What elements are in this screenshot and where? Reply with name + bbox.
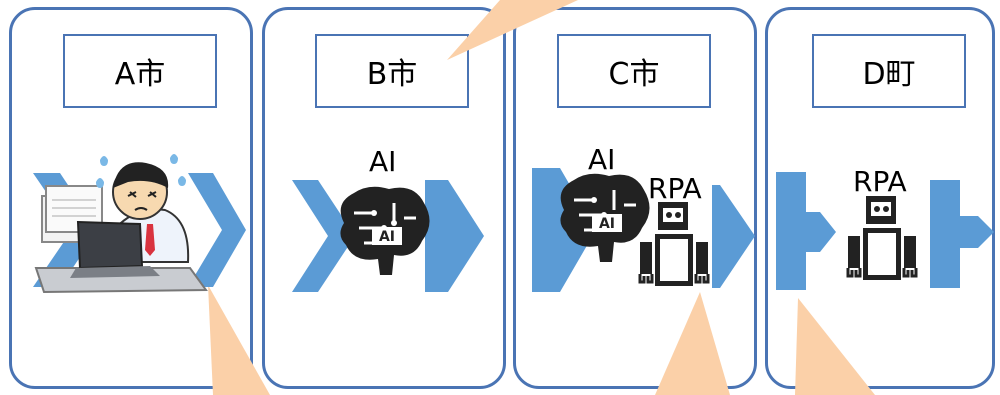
arrow-d-left bbox=[776, 172, 836, 290]
label-a: A市 bbox=[63, 34, 217, 108]
arrow-c-right bbox=[712, 185, 755, 288]
arrow-d-right bbox=[930, 180, 994, 288]
tag-ai-b: AI bbox=[369, 145, 397, 178]
arrow-a-right bbox=[188, 173, 246, 287]
callout-top bbox=[447, 0, 578, 60]
label-b: B市 bbox=[315, 34, 469, 108]
tag-rpa-d: RPA bbox=[853, 165, 907, 198]
arrow-c-left bbox=[532, 168, 596, 292]
label-c: C市 bbox=[557, 34, 711, 108]
arrow-b-right bbox=[425, 180, 484, 292]
svg-text:AI: AI bbox=[379, 229, 395, 245]
callout-c bbox=[655, 292, 730, 395]
stressed-office-worker-illustration bbox=[34, 154, 208, 294]
ai-brain-circuit-icon: AI bbox=[340, 186, 430, 275]
callout-d bbox=[795, 298, 875, 395]
tag-rpa-c: RPA bbox=[648, 172, 702, 205]
label-d: D町 bbox=[812, 34, 966, 108]
svg-text:AI: AI bbox=[599, 216, 615, 232]
robot-icon bbox=[846, 196, 918, 280]
callout-a bbox=[208, 285, 270, 395]
robot-icon bbox=[638, 202, 710, 286]
tag-ai-c: AI bbox=[588, 143, 616, 176]
ai-brain-circuit-icon: AI bbox=[560, 173, 650, 262]
